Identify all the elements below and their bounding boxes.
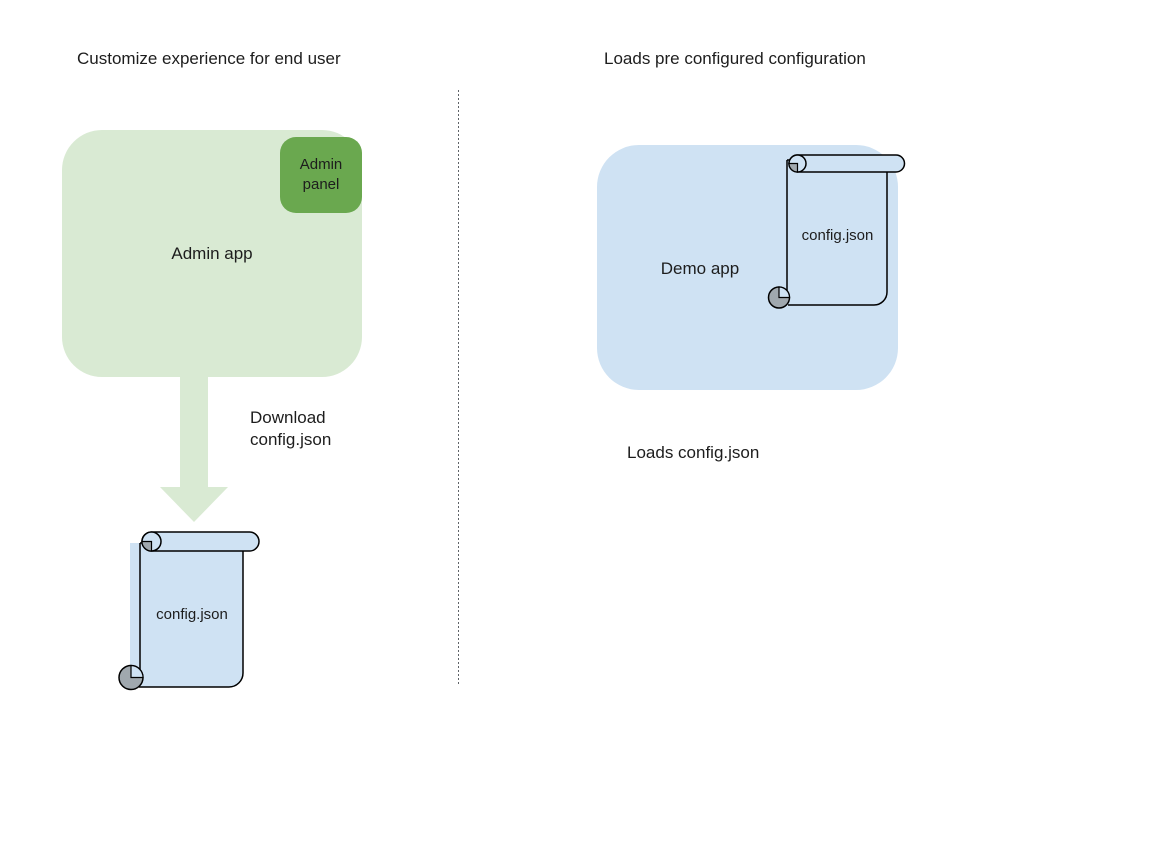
download-arrow-icon [160,377,228,522]
admin-app-label: Admin app [171,243,253,263]
config-json-scroll-left [118,531,260,691]
loads-config-label: Loads config.json [627,443,760,462]
config-json-scroll-right [767,154,906,309]
section-divider [458,90,459,684]
right-section-title: Loads pre configured configuration [604,49,866,68]
left-section-title: Customize experience for end user [77,49,341,68]
admin-panel-label: Admin panel [299,156,343,193]
config-json-label-right: config.json [801,227,874,244]
admin-panel-box: Admin panel [280,137,362,213]
demo-app-label: Demo app [660,259,740,278]
config-json-label-left: config.json [156,606,228,623]
download-config-label: Download config.json [250,408,332,449]
